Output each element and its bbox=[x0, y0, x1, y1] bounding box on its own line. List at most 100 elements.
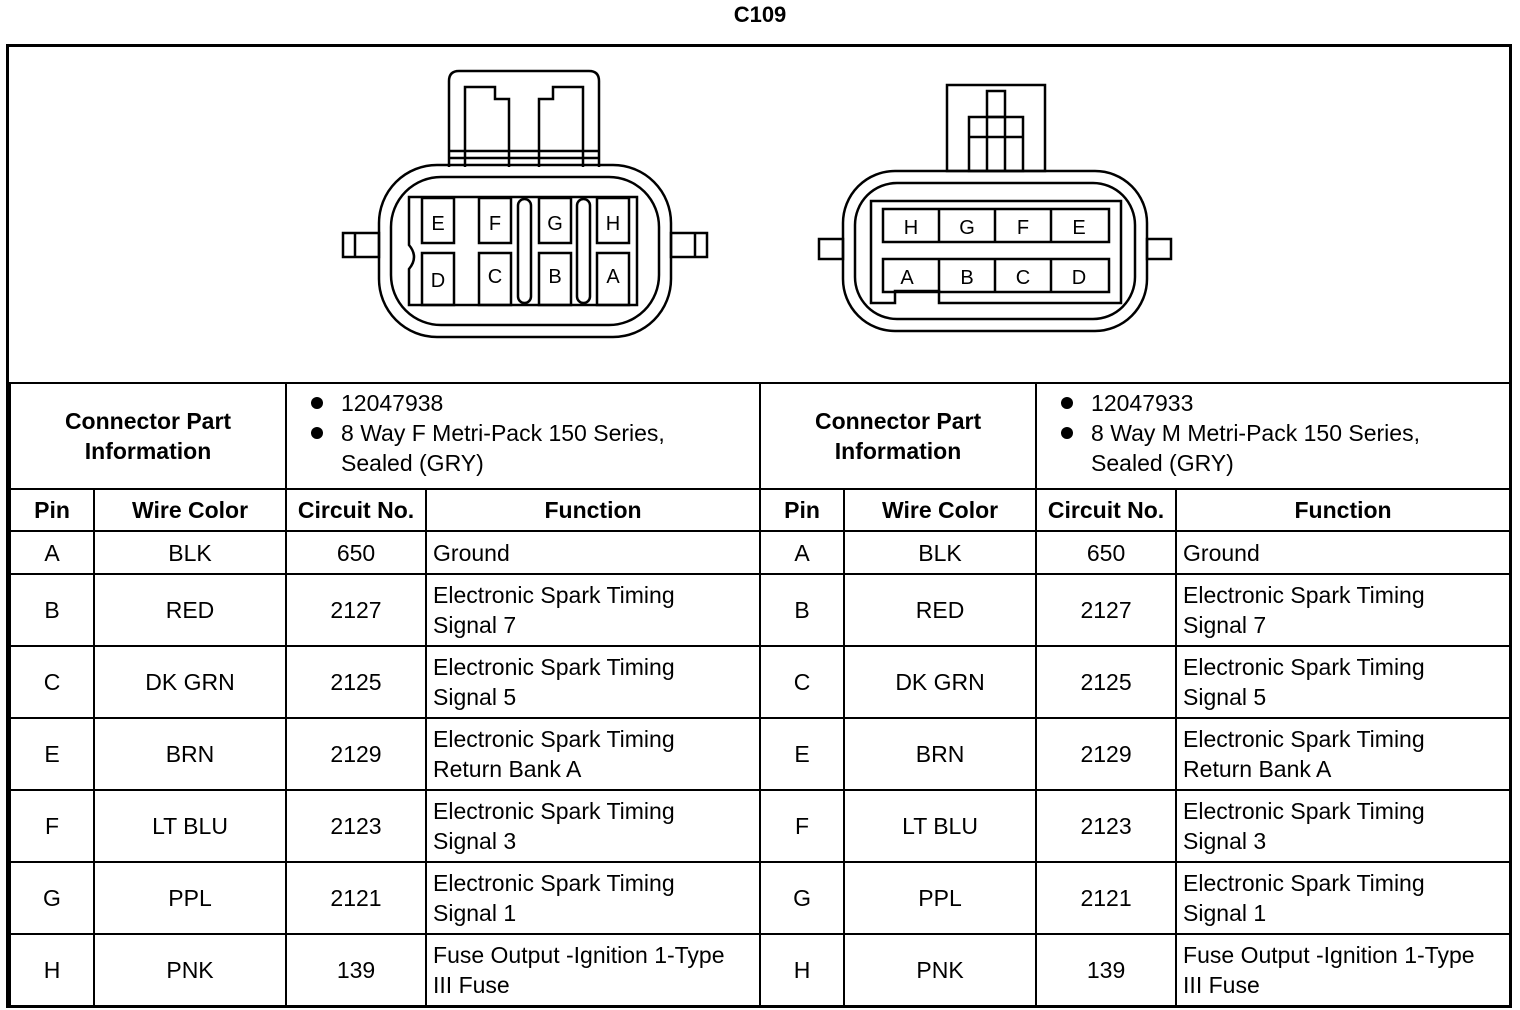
pin-cell: H bbox=[759, 933, 846, 1007]
wire-color-cell: PNK bbox=[843, 933, 1038, 1007]
circuit-cell: 650 bbox=[1035, 530, 1178, 575]
function-line: Return Bank A bbox=[1183, 756, 1332, 782]
function-line: Signal 3 bbox=[433, 828, 517, 854]
description-line: Sealed (GRY) bbox=[1091, 450, 1234, 476]
circuit-cell: 2125 bbox=[285, 645, 428, 719]
header-wire-color: Wire Color bbox=[843, 488, 1038, 532]
female-cavity-h: H bbox=[606, 213, 620, 235]
pin-cell: B bbox=[759, 573, 846, 647]
function-line: Electronic Spark Timing bbox=[1183, 870, 1425, 896]
function-line: Signal 7 bbox=[1183, 612, 1267, 638]
female-connector-face bbox=[341, 69, 709, 339]
header-function: Function bbox=[425, 488, 762, 532]
function-line: Electronic Spark Timing bbox=[433, 870, 675, 896]
wire-color-cell: BLK bbox=[92, 530, 288, 575]
female-cavity-b: B bbox=[548, 266, 561, 288]
circuit-cell: 2127 bbox=[285, 573, 428, 647]
pin-cell: F bbox=[9, 789, 95, 863]
circuit-cell: 2127 bbox=[1035, 573, 1178, 647]
description-line: 8 Way F Metri-Pack 150 Series, bbox=[341, 420, 665, 446]
part-description: 8 Way M Metri-Pack 150 Series, Sealed (G… bbox=[1059, 418, 1509, 478]
circuit-cell: 2129 bbox=[285, 717, 428, 791]
description-line: Sealed (GRY) bbox=[341, 450, 484, 476]
pin-cell: F bbox=[759, 789, 846, 863]
header-wire-color: Wire Color bbox=[92, 488, 288, 532]
female-cavity-f: F bbox=[489, 213, 501, 235]
wire-color-cell: BRN bbox=[843, 717, 1038, 791]
function-line: Signal 3 bbox=[1183, 828, 1267, 854]
male-connector-face bbox=[817, 83, 1173, 333]
function-line: Signal 7 bbox=[433, 612, 517, 638]
function-line: Electronic Spark Timing bbox=[433, 654, 675, 680]
circuit-cell: 650 bbox=[285, 530, 428, 575]
function-line: Ground bbox=[433, 539, 510, 566]
wire-color-cell: LT BLU bbox=[92, 789, 288, 863]
description-line: 8 Way M Metri-Pack 150 Series, bbox=[1091, 420, 1420, 446]
function-cell: Ground bbox=[1175, 530, 1512, 575]
wire-color-cell: RED bbox=[92, 573, 288, 647]
circuit-cell: 2123 bbox=[1035, 789, 1178, 863]
function-line: Electronic Spark Timing bbox=[1183, 798, 1425, 824]
function-line: Electronic Spark Timing bbox=[1183, 582, 1425, 608]
connector-part-details-right: 12047933 8 Way M Metri-Pack 150 Series, … bbox=[1035, 382, 1512, 490]
function-line: Signal 5 bbox=[433, 684, 517, 710]
female-cavity-c: C bbox=[488, 266, 502, 288]
info-label-line: Connector Part bbox=[64, 408, 232, 434]
header-circuit: Circuit No. bbox=[1035, 488, 1178, 532]
function-line: III Fuse bbox=[433, 972, 510, 998]
male-cavity-f: F bbox=[1017, 217, 1029, 239]
female-cavity-g: G bbox=[547, 213, 563, 235]
female-cavity-e: E bbox=[431, 213, 444, 235]
connector-part-label-left: Connector Part Information bbox=[8, 382, 288, 490]
info-label-line: Information bbox=[834, 438, 962, 464]
header-pin: Pin bbox=[9, 488, 95, 532]
info-label-line: Connector Part bbox=[814, 408, 982, 434]
function-line: Ground bbox=[1183, 539, 1260, 566]
connector-sheet: E F G H D C B A H G F E A B C D Connecto… bbox=[6, 44, 1512, 1008]
connector-info-row: Connector Part Information 12047938 8 Wa… bbox=[8, 382, 1512, 490]
part-description: 8 Way F Metri-Pack 150 Series, Sealed (G… bbox=[309, 418, 759, 478]
pin-cell: G bbox=[759, 861, 846, 935]
wire-color-cell: DK GRN bbox=[843, 645, 1038, 719]
wire-color-cell: BRN bbox=[92, 717, 288, 791]
function-line: Electronic Spark Timing bbox=[433, 798, 675, 824]
function-line: Signal 5 bbox=[1183, 684, 1267, 710]
male-cavity-d: D bbox=[1072, 267, 1086, 289]
header-pin: Pin bbox=[759, 488, 846, 532]
header-circuit: Circuit No. bbox=[285, 488, 428, 532]
pin-cell: A bbox=[9, 530, 95, 575]
function-line: III Fuse bbox=[1183, 972, 1260, 998]
function-line: Electronic Spark Timing bbox=[433, 582, 675, 608]
wire-color-cell: LT BLU bbox=[843, 789, 1038, 863]
wire-color-cell: PPL bbox=[843, 861, 1038, 935]
circuit-cell: 2121 bbox=[1035, 861, 1178, 935]
circuit-cell: 2129 bbox=[1035, 717, 1178, 791]
pinout-table: Connector Part Information 12047938 8 Wa… bbox=[8, 382, 1512, 1007]
female-cavity-d: D bbox=[431, 270, 445, 292]
male-cavity-h: H bbox=[904, 217, 918, 239]
part-number: 12047933 bbox=[1059, 388, 1509, 418]
circuit-cell: 2121 bbox=[285, 861, 428, 935]
function-line: Signal 1 bbox=[433, 900, 517, 926]
wire-color-cell: PPL bbox=[92, 861, 288, 935]
circuit-cell: 139 bbox=[1035, 933, 1178, 1007]
function-line: Signal 1 bbox=[1183, 900, 1267, 926]
pin-cell: A bbox=[759, 530, 846, 575]
function-line: Fuse Output -Ignition 1-Type bbox=[433, 942, 725, 968]
pin-cell: B bbox=[9, 573, 95, 647]
